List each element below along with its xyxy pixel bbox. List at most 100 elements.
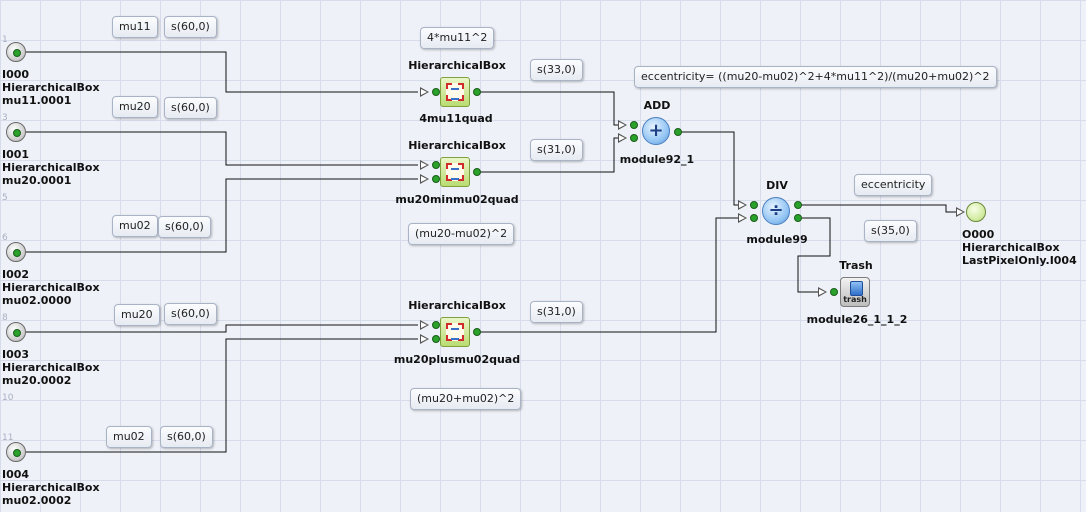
module-title: HierarchicalBox bbox=[408, 59, 506, 72]
input-name: mu02.0000 bbox=[2, 294, 72, 307]
wire-div-trash bbox=[797, 217, 831, 293]
output-pin bbox=[794, 214, 802, 222]
row-number: 1 bbox=[2, 35, 8, 45]
input-type: HierarchicalBox bbox=[2, 481, 100, 494]
wire-4mu11quad-add bbox=[478, 91, 618, 126]
input-pin bbox=[630, 134, 638, 142]
input-pin bbox=[432, 88, 440, 96]
expression-box[interactable]: 4*mu11^2 bbox=[420, 27, 495, 49]
input-port-i004[interactable] bbox=[6, 442, 26, 462]
variable-box[interactable]: mu20 bbox=[112, 96, 158, 118]
hierarchical-box-icon[interactable] bbox=[440, 157, 470, 187]
trash-icon-label: trash bbox=[843, 295, 867, 304]
output-id: O000 bbox=[962, 228, 995, 241]
hierarchy-glyph bbox=[446, 83, 464, 101]
input-arrow bbox=[956, 207, 965, 217]
input-port-i000[interactable] bbox=[6, 42, 26, 62]
input-port-i002[interactable] bbox=[6, 242, 26, 262]
wire-i003-mu20plusmu02quad bbox=[24, 324, 418, 333]
selector-box[interactable]: s(60,0) bbox=[158, 216, 211, 238]
input-port-i003[interactable] bbox=[6, 322, 26, 342]
selector-box[interactable]: s(35,0) bbox=[864, 220, 917, 242]
output-label-o000: O000 HierarchicalBox LastPixelOnly.I004 bbox=[962, 228, 1077, 267]
input-pin bbox=[750, 214, 758, 222]
wire-div-output bbox=[798, 204, 958, 213]
input-pin bbox=[432, 175, 440, 183]
row-number: 6 bbox=[2, 233, 8, 243]
input-label-i002: I002 HierarchicalBox mu02.0000 bbox=[2, 268, 100, 307]
input-id: I002 bbox=[2, 268, 30, 281]
module-name: module26_1_1_2 bbox=[806, 313, 908, 326]
input-name: mu11.0001 bbox=[2, 94, 72, 107]
input-arrow bbox=[420, 87, 429, 97]
module-title: HierarchicalBox bbox=[408, 139, 506, 152]
expression-box[interactable]: (mu20+mu02)^2 bbox=[410, 388, 522, 410]
selector-box[interactable]: s(60,0) bbox=[160, 426, 213, 448]
selector-box[interactable]: s(31,0) bbox=[530, 301, 583, 323]
divide-operator-icon[interactable]: ÷ bbox=[762, 197, 790, 225]
module-title: ADD bbox=[643, 99, 671, 112]
hierarchical-box-icon[interactable] bbox=[440, 317, 470, 347]
variable-box[interactable]: mu02 bbox=[112, 215, 158, 237]
wire-i002-mu20minmu02quad bbox=[24, 178, 418, 253]
output-name: LastPixelOnly.I004 bbox=[962, 254, 1077, 267]
input-pin bbox=[432, 335, 440, 343]
row-number: 3 bbox=[2, 113, 8, 123]
input-arrow bbox=[618, 120, 627, 130]
output-pin bbox=[473, 88, 481, 96]
input-arrow bbox=[738, 200, 747, 210]
input-name: mu20.0002 bbox=[2, 374, 72, 387]
input-pin bbox=[432, 161, 440, 169]
input-type: HierarchicalBox bbox=[2, 161, 100, 174]
input-id: I000 bbox=[2, 68, 30, 81]
hierarchy-glyph bbox=[446, 323, 464, 341]
module-name: mu20minmu02quad bbox=[395, 193, 519, 206]
variable-box[interactable]: mu02 bbox=[106, 426, 152, 448]
input-pin bbox=[432, 321, 440, 329]
output-pin bbox=[473, 168, 481, 176]
selector-box[interactable]: s(60,0) bbox=[164, 16, 217, 38]
input-type: HierarchicalBox bbox=[2, 361, 100, 374]
selector-box[interactable]: s(33,0) bbox=[530, 59, 583, 81]
input-arrow bbox=[420, 320, 429, 330]
variable-box[interactable]: eccentricity bbox=[854, 174, 933, 196]
input-name: mu02.0002 bbox=[2, 494, 72, 507]
input-label-i004: I004 HierarchicalBox mu02.0002 bbox=[2, 468, 100, 507]
selector-box[interactable]: s(60,0) bbox=[164, 97, 217, 119]
input-type: HierarchicalBox bbox=[2, 81, 100, 94]
selector-box[interactable]: s(60,0) bbox=[164, 303, 217, 325]
input-arrow bbox=[420, 160, 429, 170]
row-number: 11 bbox=[2, 433, 14, 443]
output-pin bbox=[473, 328, 481, 336]
input-port-i001[interactable] bbox=[6, 122, 26, 142]
input-arrow bbox=[818, 287, 827, 297]
module-title: DIV bbox=[766, 179, 788, 192]
formula-box[interactable]: eccentricity= ((mu20-mu02)^2+4*mu11^2)/(… bbox=[634, 66, 997, 88]
module-name: module92_1 bbox=[619, 153, 695, 166]
input-name: mu20.0001 bbox=[2, 174, 72, 187]
trash-icon[interactable]: trash bbox=[840, 277, 870, 307]
hierarchy-glyph bbox=[446, 163, 464, 181]
expression-box[interactable]: (mu20-mu02)^2 bbox=[408, 223, 515, 245]
output-port-o000[interactable] bbox=[966, 202, 986, 222]
row-number: 8 bbox=[2, 313, 8, 323]
input-arrow bbox=[420, 174, 429, 184]
output-type: HierarchicalBox bbox=[962, 241, 1060, 254]
module-name: 4mu11quad bbox=[419, 112, 493, 125]
selector-box[interactable]: s(31,0) bbox=[530, 139, 583, 161]
output-pin bbox=[794, 201, 802, 209]
row-number: 10 bbox=[2, 393, 14, 403]
module-title: Trash bbox=[839, 259, 873, 272]
wire-add-div bbox=[678, 131, 738, 206]
hierarchical-box-icon[interactable] bbox=[440, 77, 470, 107]
input-pin bbox=[630, 121, 638, 129]
output-pin bbox=[674, 128, 682, 136]
variable-box[interactable]: mu11 bbox=[112, 16, 158, 38]
input-id: I003 bbox=[2, 348, 30, 361]
trash-can-glyph bbox=[850, 281, 863, 296]
input-id: I001 bbox=[2, 148, 30, 161]
add-operator-icon[interactable]: + bbox=[642, 117, 670, 145]
variable-box[interactable]: mu20 bbox=[114, 304, 160, 326]
wire-mu20plusmu02quad-div bbox=[478, 217, 738, 333]
module-title: HierarchicalBox bbox=[408, 299, 506, 312]
